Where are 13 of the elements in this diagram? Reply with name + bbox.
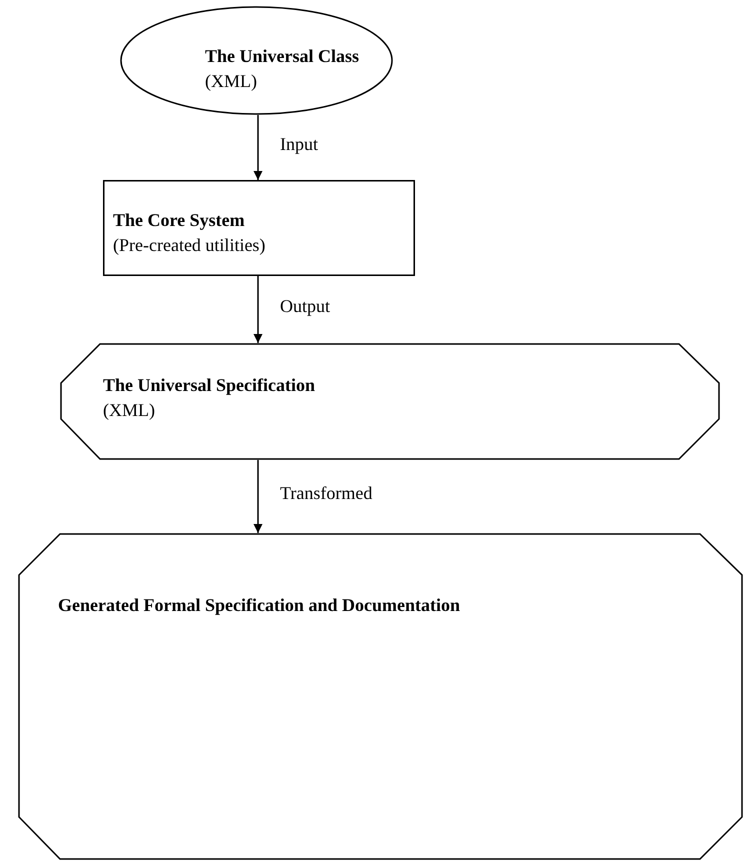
- arrow: [254, 276, 262, 343]
- node-title: The Universal Specification: [103, 375, 315, 397]
- edge-label: Input: [280, 134, 318, 154]
- arrow: [254, 115, 262, 180]
- node-subtitle: (XML): [205, 71, 257, 93]
- node-title: The Core System: [113, 210, 245, 232]
- arrow: [254, 460, 262, 533]
- edge-label: Transformed: [280, 482, 372, 504]
- node-subtitle: (XML): [103, 400, 155, 422]
- node-title: Generated Formal Specification and Documentation: [58, 595, 460, 617]
- node-title: The Universal Class: [205, 46, 360, 68]
- edge-label: Output: [280, 296, 330, 316]
- node-subtitle: (Pre-created utilities): [113, 235, 266, 257]
